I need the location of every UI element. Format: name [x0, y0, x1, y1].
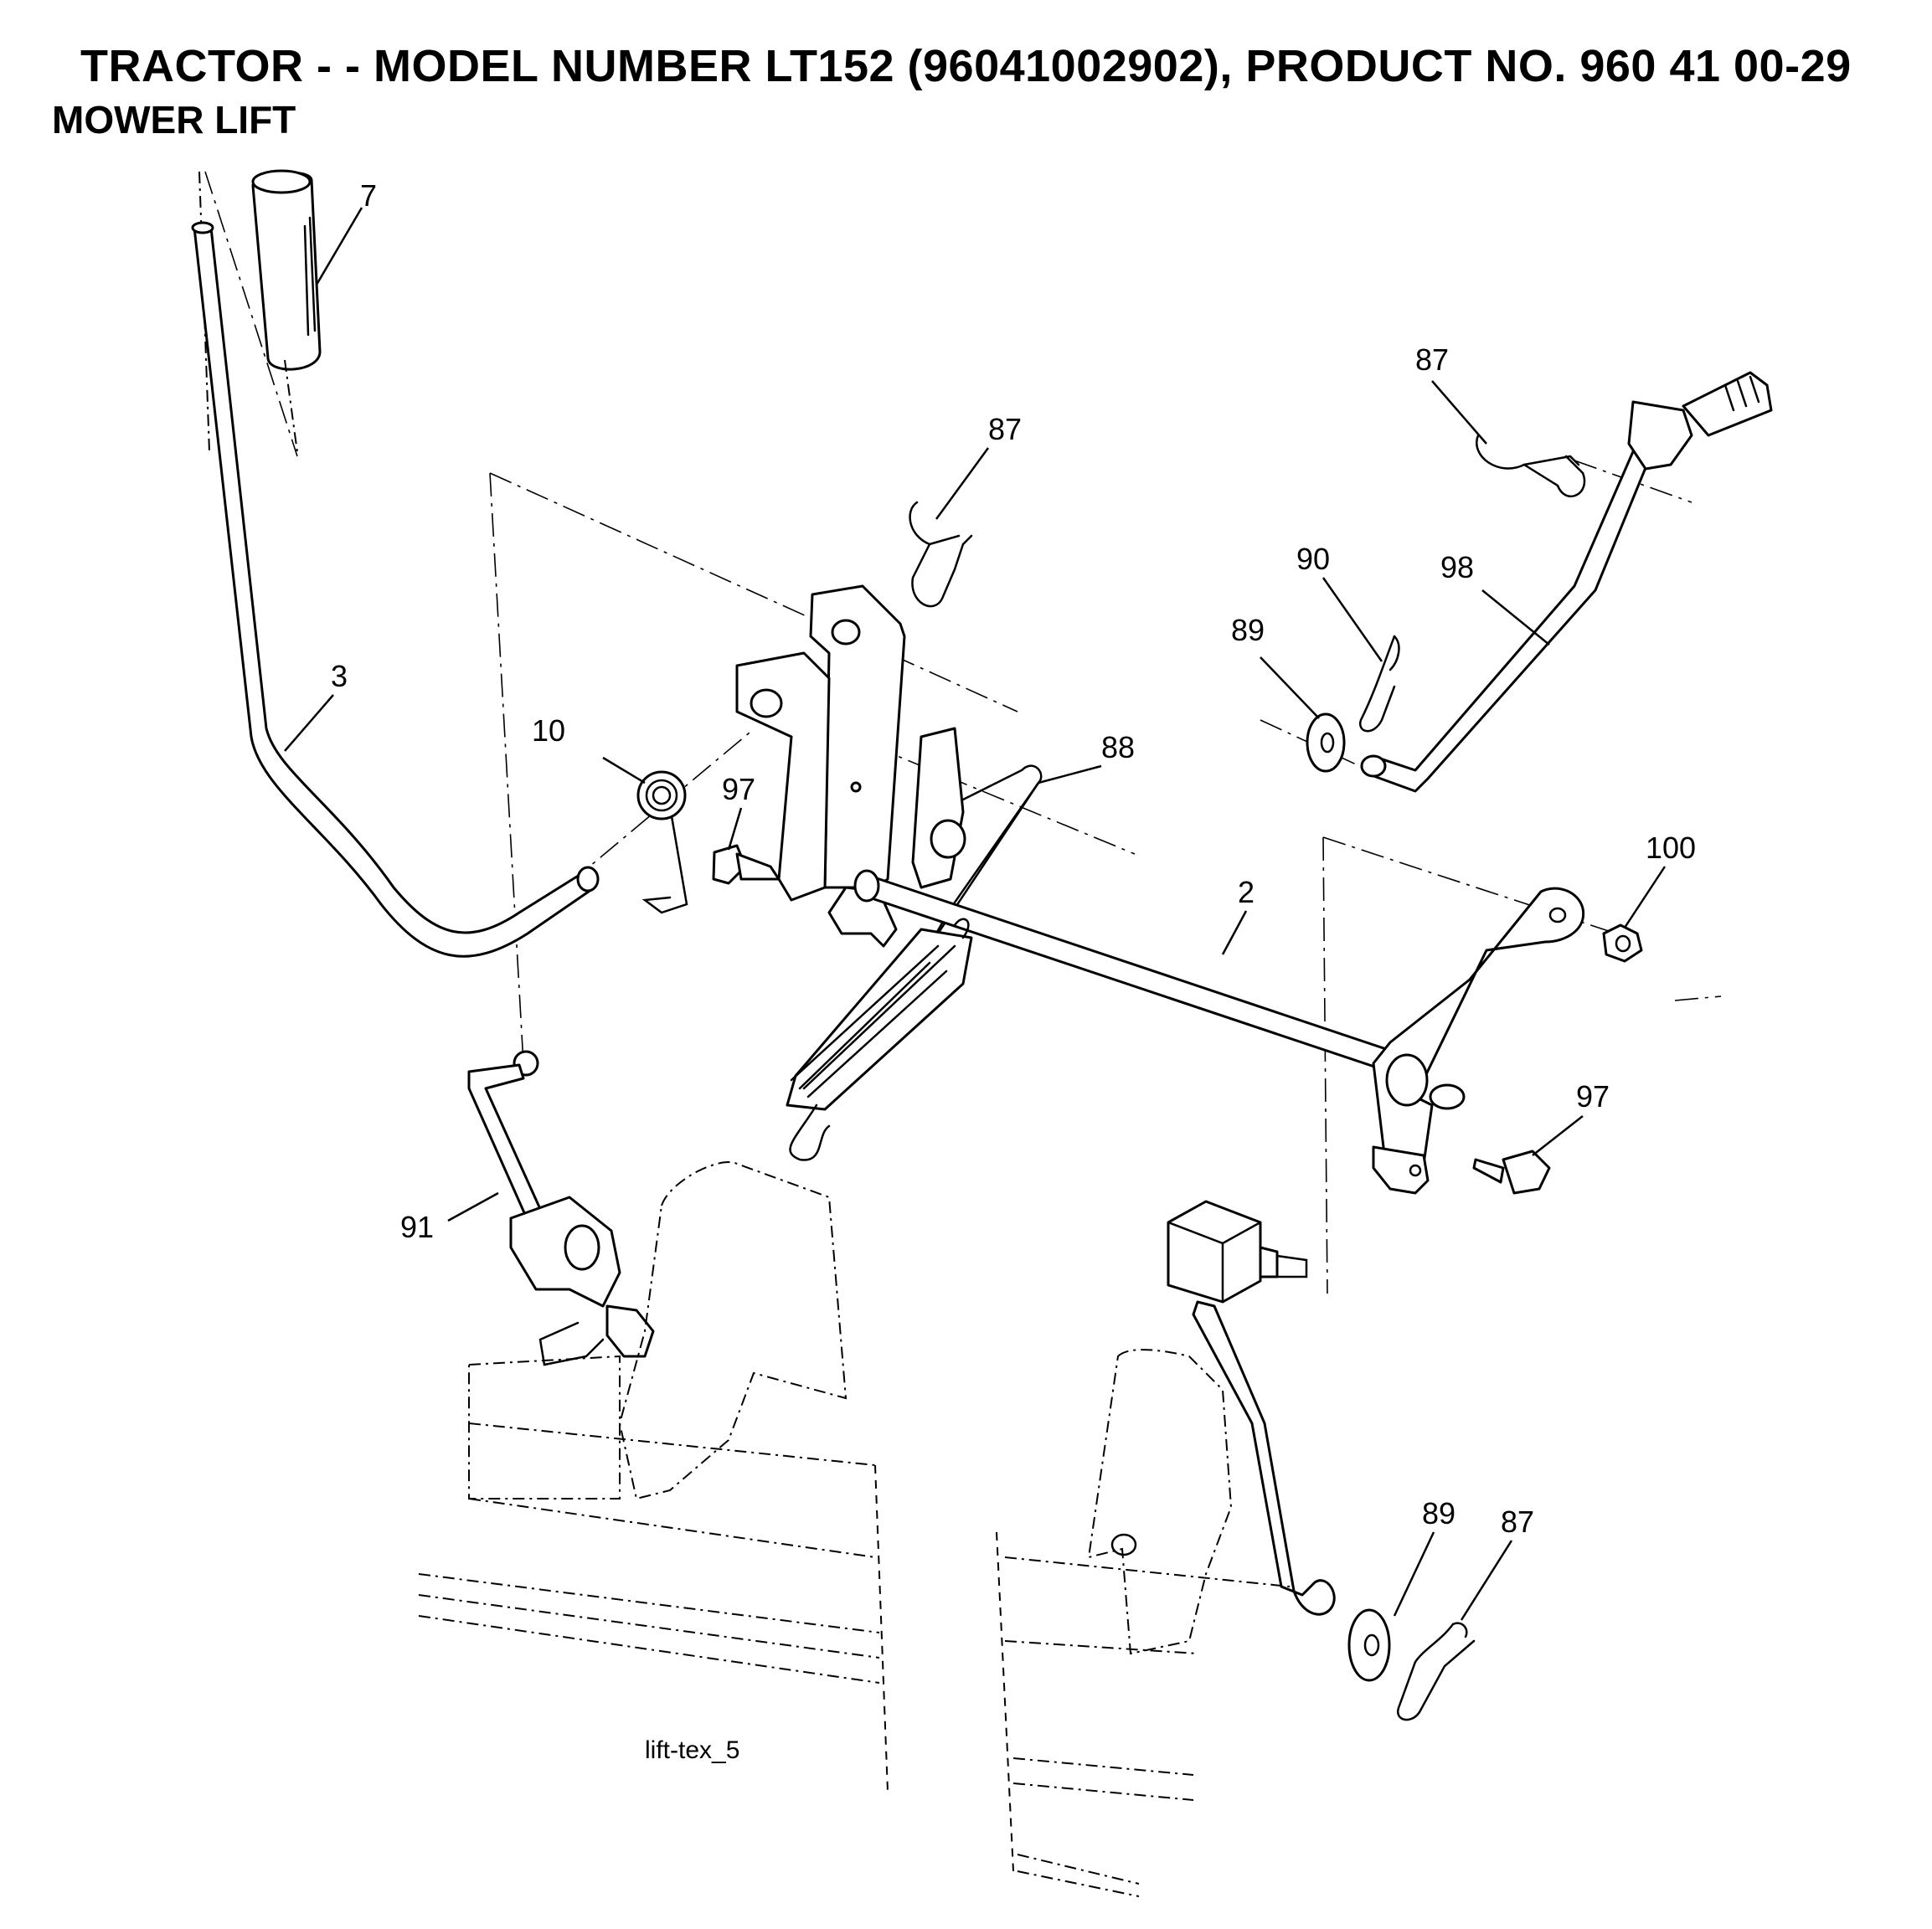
deck-bracket-right	[996, 1349, 1291, 1897]
callout-87-upper: 87	[988, 412, 1022, 446]
callout-7: 7	[360, 178, 377, 213]
callout-98: 98	[1440, 550, 1474, 584]
diagram-subtitle: MOWER LIFT	[52, 98, 296, 141]
part-87-hairpin-clip-c	[1396, 1622, 1476, 1721]
callout-97-lower: 97	[1576, 1079, 1610, 1114]
extension-spring	[786, 918, 973, 1161]
part-89-washer-lower	[1347, 1608, 1391, 1682]
part-97-bolt-lower	[1472, 1150, 1551, 1195]
part-91-lower-link	[467, 1050, 655, 1366]
alignment-lines	[204, 171, 1722, 1294]
callout-88: 88	[1101, 730, 1135, 764]
callout-89-upper: 89	[1231, 613, 1265, 647]
diagram-title: TRACTOR - - MODEL NUMBER LT152 (96041002…	[80, 41, 1852, 91]
part-100-hex-nut	[1602, 923, 1643, 963]
part-3-lift-handle	[191, 221, 600, 958]
callout-2: 2	[1238, 875, 1255, 909]
right-lift-arm	[1372, 887, 1585, 1195]
callout-leaders	[284, 207, 1667, 1621]
callout-10: 10	[532, 713, 565, 748]
part-90-clip	[1358, 635, 1400, 733]
callout-100: 100	[1646, 831, 1696, 865]
callout-97-upper: 97	[722, 772, 755, 806]
ghost-grip-outline-2	[284, 359, 298, 453]
lower-right-link	[1167, 1200, 1336, 1616]
part-97-bolt-upper	[712, 844, 781, 885]
deck-bracket-left	[418, 1161, 889, 1793]
callout-89-lower: 89	[1422, 1496, 1455, 1530]
part-89-washer-upper	[1306, 712, 1346, 773]
callout-87-right: 87	[1415, 342, 1449, 377]
part-87-hairpin-clip-a	[909, 501, 973, 608]
callout-3: 3	[331, 659, 348, 693]
mounting-bracket	[735, 584, 966, 948]
part-10-torsion-spring	[636, 770, 688, 914]
callout-87-lower: 87	[1501, 1505, 1534, 1539]
callout-91: 91	[400, 1210, 434, 1244]
part-98-lift-link	[1360, 371, 1773, 793]
part-7-handle-grip	[251, 169, 322, 371]
callout-90: 90	[1296, 542, 1330, 576]
drawing-caption: lift-tex_5	[645, 1736, 739, 1764]
part-87-hairpin-clip-b	[1476, 434, 1586, 497]
